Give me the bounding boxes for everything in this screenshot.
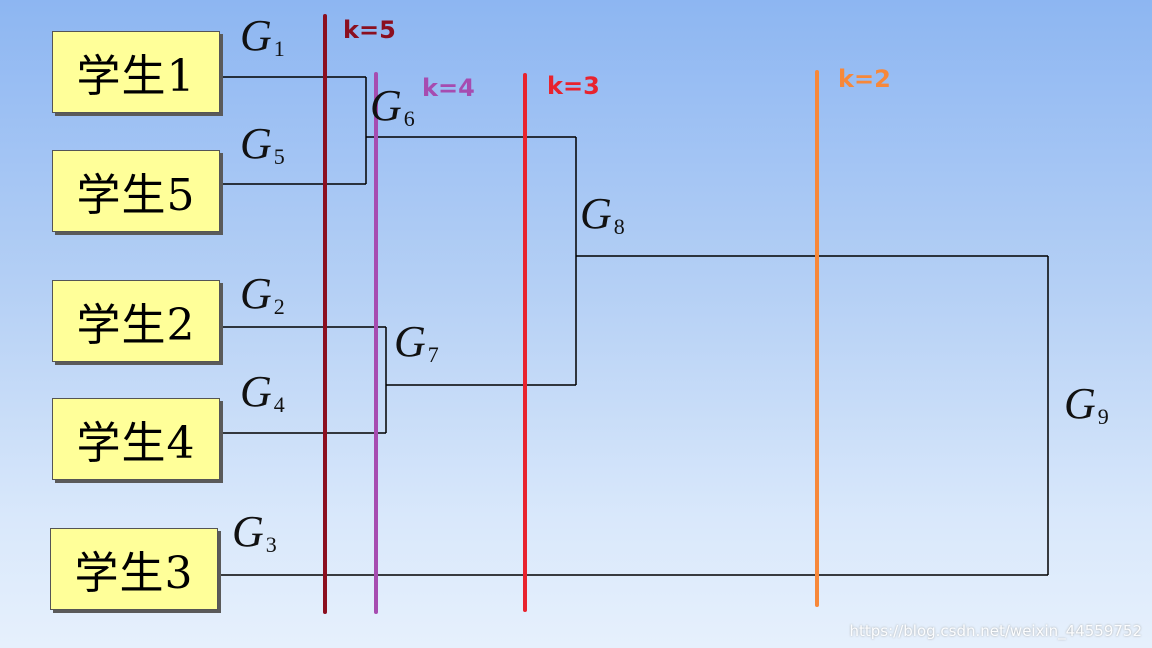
group-label-g3: G3 [232,507,277,557]
group-label-g5: G5 [240,119,285,169]
cut-label-k3: k=3 [547,72,600,100]
watermark-text: https://blog.csdn.net/weixin_44559752 [849,622,1142,640]
group-label-g8: G8 [580,189,625,239]
student-box-4: 学生4 [52,398,220,480]
group-label-g4: G4 [240,367,285,417]
student-box-1: 学生1 [52,31,220,113]
student-box-2: 学生2 [52,280,220,362]
student-box-5: 学生5 [52,150,220,232]
cut-label-k2: k=2 [838,65,891,93]
cut-label-k4: k=4 [422,74,475,102]
group-label-g6: G6 [370,81,415,131]
group-label-g2: G2 [240,269,285,319]
student-box-3: 学生3 [50,528,218,610]
cut-label-k5: k=5 [343,16,396,44]
group-label-g9: G9 [1064,379,1109,429]
group-label-g7: G7 [394,317,439,367]
group-label-g1: G1 [240,11,285,61]
